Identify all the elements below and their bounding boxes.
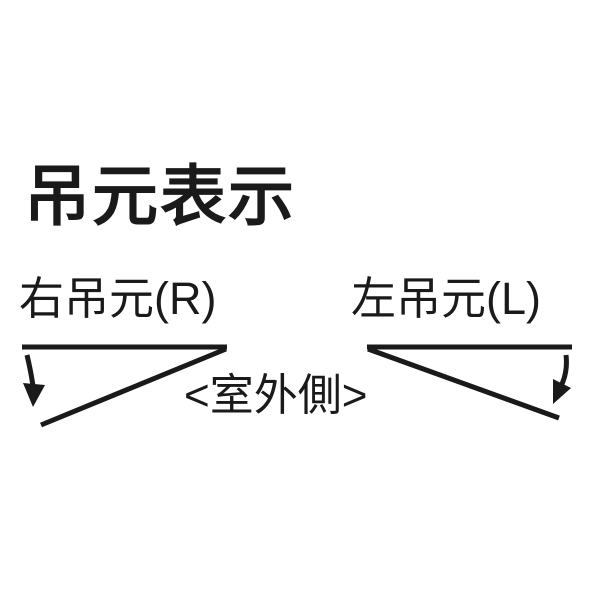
right-hinge-label: 右吊元(R) [19,273,217,324]
left-hinge-label: 左吊元(L) [351,273,541,324]
arrow-head [23,383,45,407]
right-hinge-swing-figure [22,344,227,428]
arrow-head [553,379,571,404]
left-hinge-swing-figure [367,344,572,421]
door-open-line [367,346,560,421]
curved-swing-down-arrow-icon [553,354,571,404]
arrow-shaft [558,354,569,388]
arrow-shaft [24,354,36,387]
outdoor-side-label: <室外側> [184,371,368,420]
door-open-line [40,346,227,428]
curved-swing-down-arrow-icon [23,354,45,407]
page-title: 吊元表示 [24,159,296,233]
